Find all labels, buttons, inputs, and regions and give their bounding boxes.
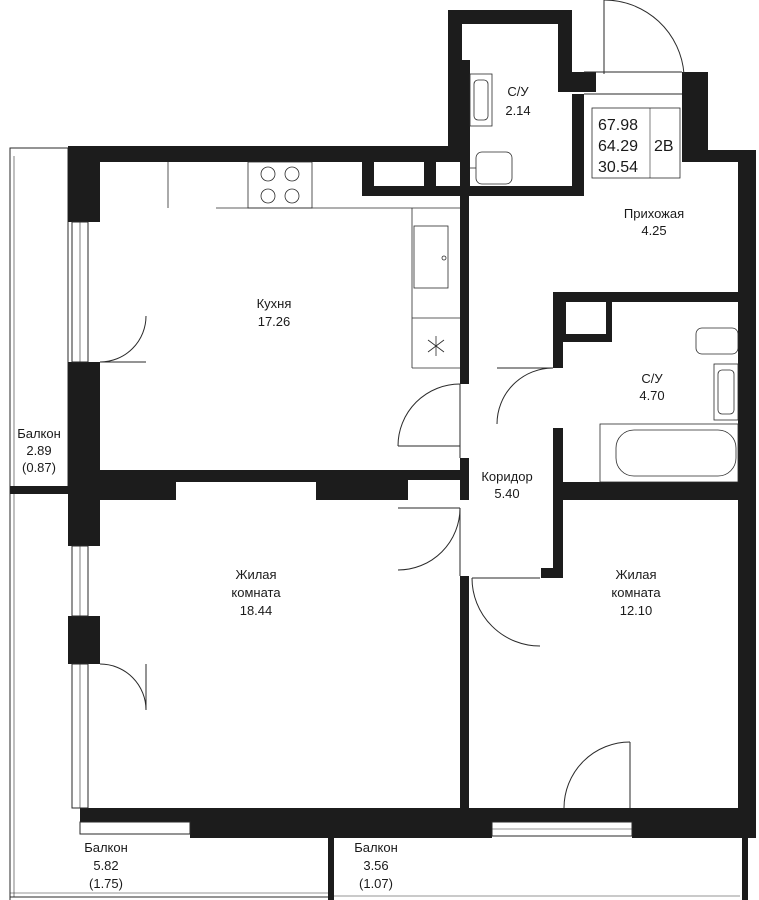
total-area: 67.98 — [598, 117, 638, 134]
room-su-top-area: 2.14 — [505, 103, 530, 118]
apartment-type: 2В — [654, 138, 674, 155]
room-hallway-area: 4.25 — [641, 223, 666, 238]
room-living1-area: 18.44 — [240, 603, 273, 618]
balcony-b2-area: 3.56 — [363, 858, 388, 873]
room-kitchen-name: Кухня — [257, 296, 292, 311]
room-su-mid-area: 4.70 — [639, 388, 664, 403]
doors — [99, 0, 685, 809]
balcony-left-coef: (0.87) — [22, 460, 56, 475]
kitchen-fixtures — [167, 161, 460, 369]
room-su-mid-name: С/У — [641, 371, 663, 386]
residential-area: 30.54 — [598, 159, 638, 176]
walls — [68, 10, 756, 838]
balcony-left-area: 2.89 — [26, 443, 51, 458]
living-area: 64.29 — [598, 138, 638, 155]
balcony-b1-coef: (1.75) — [89, 876, 123, 891]
windows — [71, 221, 633, 837]
room-living1-line2: комната — [231, 585, 281, 600]
room-living2-area: 12.10 — [620, 603, 653, 618]
balcony-bottom-outline — [10, 836, 748, 900]
room-su-top-name: С/У — [507, 84, 529, 99]
room-living2-line2: комната — [611, 585, 661, 600]
room-living2-line1: Жилая — [615, 567, 656, 582]
room-hallway-name: Прихожая — [624, 206, 684, 221]
room-kitchen-area: 17.26 — [258, 314, 291, 329]
areas-box: 67.98 64.29 30.54 2В — [591, 107, 681, 179]
balcony-b1-name: Балкон — [84, 840, 128, 855]
balcony-b2-coef: (1.07) — [359, 876, 393, 891]
balcony-b2-name: Балкон — [354, 840, 398, 855]
balcony-left-name: Балкон — [17, 426, 61, 441]
balcony-left-outline — [9, 147, 69, 900]
room-corridor-name: Коридор — [481, 469, 532, 484]
room-labels: С/У 2.14 Прихожая 4.25 Кухня 17.26 С/У 4… — [17, 84, 684, 891]
balcony-b1-area: 5.82 — [93, 858, 118, 873]
bathroom-fixtures — [469, 73, 739, 483]
room-living1-line1: Жилая — [235, 567, 276, 582]
room-corridor-area: 5.40 — [494, 486, 519, 501]
